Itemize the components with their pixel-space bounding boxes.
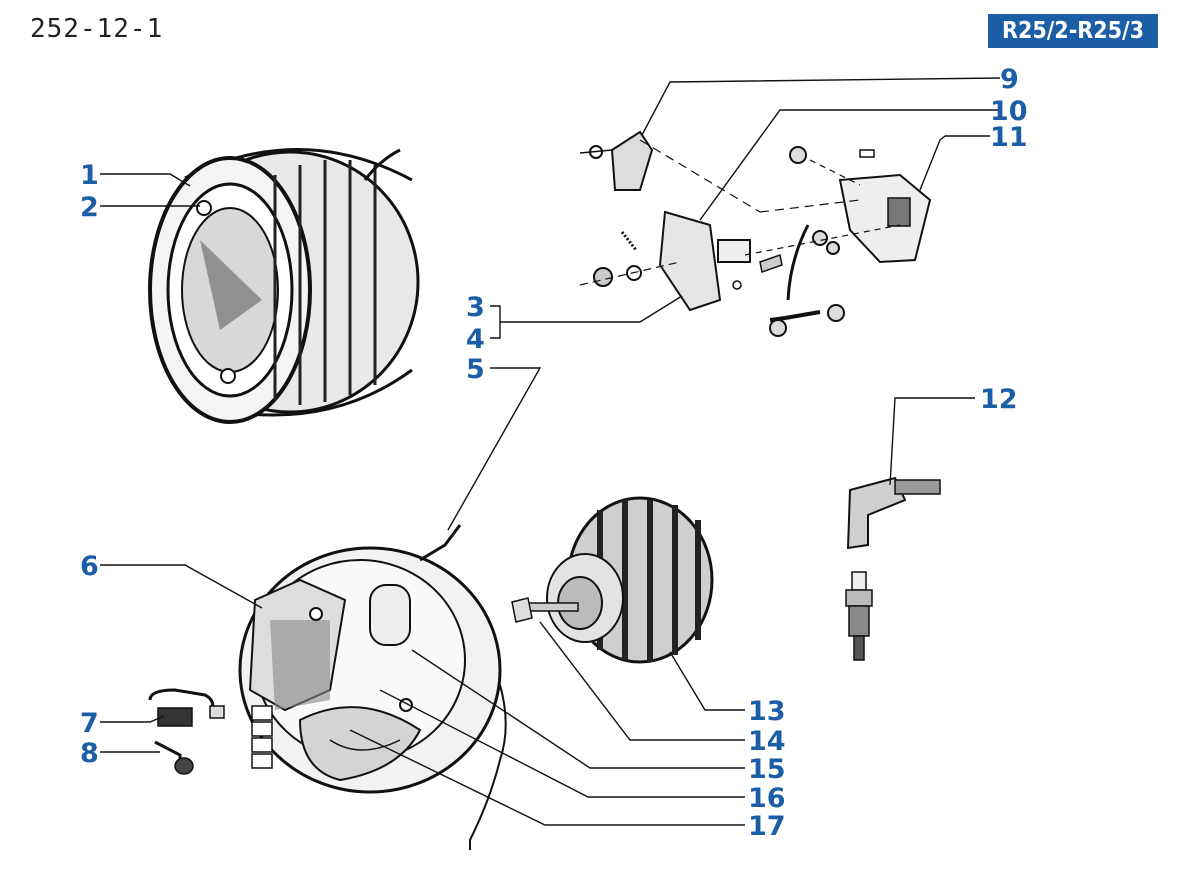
callout-1: 1 [80,160,99,191]
callout-13: 13 [748,696,786,727]
callout-7: 7 [80,708,99,739]
page-code: 252-12-1 [30,14,164,44]
model-badge: R25/2-R25/3 [988,14,1158,48]
callout-15: 15 [748,754,786,785]
generator-cover-illustration [148,148,420,424]
callout-14: 14 [748,726,786,757]
spark-plug-illustration [845,476,941,661]
callout-labels: 1 2 3 4 5 6 7 8 9 10 11 12 13 14 15 16 1… [80,64,1028,842]
callout-12: 12 [980,384,1018,415]
callout-2: 2 [80,192,99,223]
callout-11: 11 [990,122,1028,153]
callout-3: 3 [466,292,485,323]
leader-lines [100,77,1001,826]
stator-housing-illustration [238,524,507,850]
callout-8: 8 [80,738,99,769]
callout-16: 16 [748,783,786,814]
callout-6: 6 [80,551,99,582]
callout-4: 4 [466,324,485,355]
callout-10: 10 [990,96,1028,127]
callout-9: 9 [1000,64,1019,95]
breaker-assembly-illustration [579,130,932,337]
armature-illustration [511,496,714,664]
callout-5: 5 [466,354,485,385]
callout-17: 17 [748,811,786,842]
suppressor-parts-illustration [148,688,225,775]
